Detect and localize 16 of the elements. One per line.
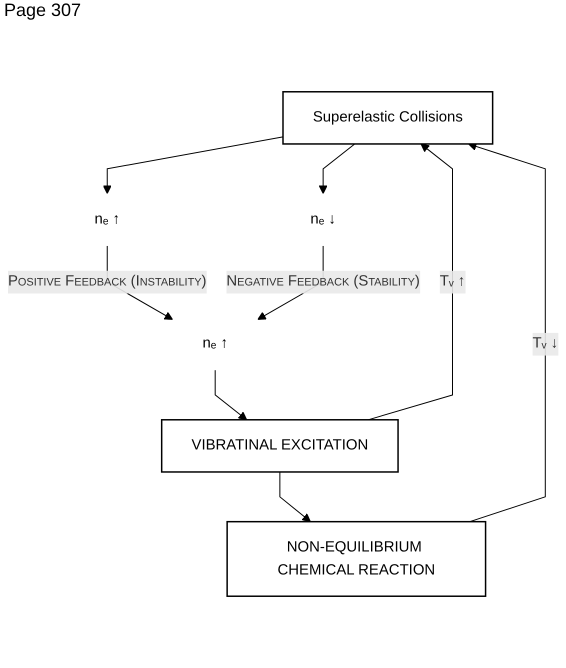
edge-label: Tᵥ ↑ — [440, 272, 466, 290]
arrow — [214, 370, 248, 420]
arrow — [468, 142, 546, 522]
node-text: nₑ ↓ — [310, 210, 336, 228]
edge-label: Tᵥ ↓ — [532, 334, 558, 352]
node-text: nₑ ↑ — [94, 210, 120, 228]
arrow — [318, 143, 356, 194]
node-box: VIBRATINAL EXCITATION — [160, 419, 399, 473]
node-text: nₑ ↑ — [202, 334, 228, 352]
node-box: Superelastic Collisions — [282, 91, 494, 145]
arrow — [279, 471, 311, 522]
edge-label: Negative Feedback (Stability) — [226, 272, 420, 290]
node-box: NON-EQUILIBRIUM CHEMICAL REACTION — [226, 520, 486, 597]
page-number: Page 307 — [4, 0, 82, 21]
arrow — [102, 136, 284, 194]
edge-label: Positive Feedback (Instability) — [8, 272, 207, 290]
